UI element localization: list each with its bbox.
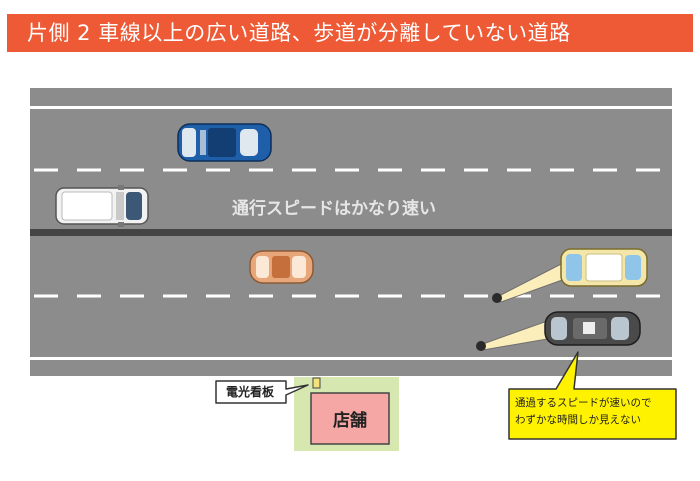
viewer-eye-lower: [476, 341, 486, 351]
shop-building: [310, 392, 390, 445]
speed-label: 通行スピードはかなり速い: [232, 199, 436, 219]
callout-box: [508, 351, 677, 440]
orange-car: [249, 250, 314, 284]
callout-line-2: わずかな時間しか見えない: [515, 414, 641, 426]
cream-car: [560, 248, 648, 287]
blue-car: [177, 123, 272, 162]
road-edge-top: [30, 106, 672, 109]
center-median: [30, 229, 672, 236]
viewer-eye-upper: [492, 293, 502, 303]
road-edge-bottom: [30, 357, 672, 360]
sign-post: [312, 377, 321, 389]
white-van: [55, 185, 149, 227]
page-title: 片側 2 車線以上の広い道路、歩道が分離していない道路: [7, 14, 693, 52]
sign-label: 電光看板: [225, 385, 274, 399]
sign-label-box: [215, 380, 309, 404]
shop-label: 店舗: [333, 411, 367, 431]
dark-car: [544, 311, 641, 346]
callout-line-1: 通過するスピードが速いので: [515, 397, 652, 409]
callout-text: 通過するスピードが速いので わずかな時間しか見えない: [515, 395, 675, 429]
